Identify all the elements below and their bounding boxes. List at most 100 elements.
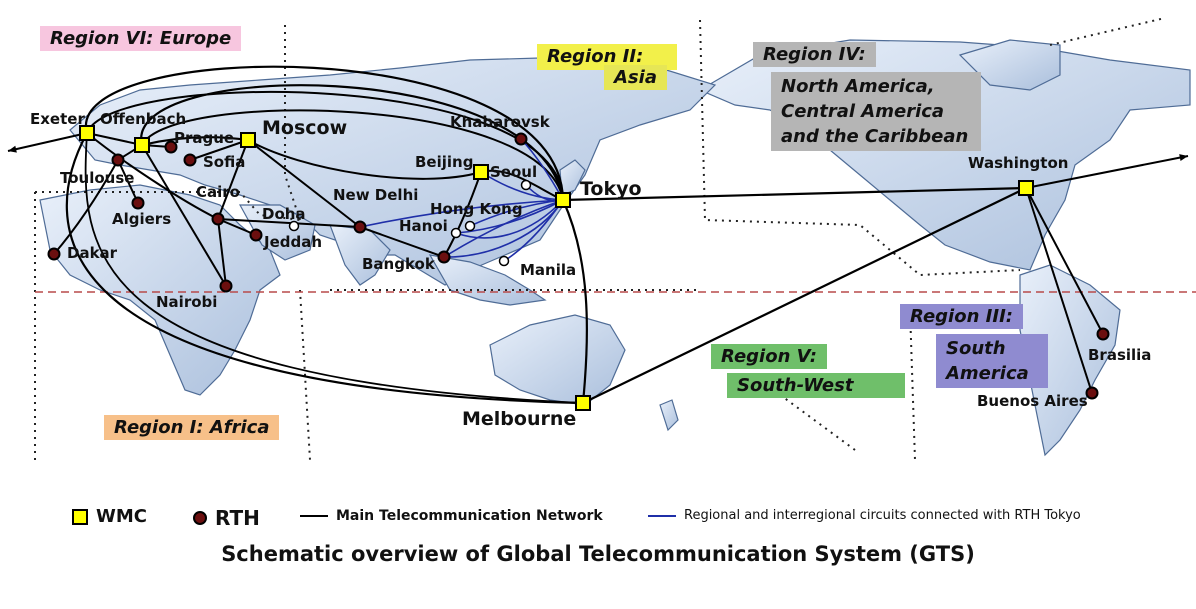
city-label-algiers: Algiers [112, 210, 171, 228]
region-na-line-4: and the Caribbean [781, 126, 969, 147]
region-asia-label-2: Asia [604, 65, 667, 90]
main-toulouse-algiers [117, 159, 139, 204]
city-label-khabarovsk: Khabarovsk [450, 113, 551, 131]
city-label-tokyo: Tokyo [580, 178, 642, 200]
regional-beijing-tokyo [480, 171, 564, 201]
main-newdelhi-bangkok [359, 226, 445, 258]
region-sw-line-2: South-West [737, 375, 854, 396]
main-toulouse-dakar [53, 159, 119, 255]
main-moscow-cairo [217, 139, 249, 220]
map-legend: WMC RTH Main Telecommunication Network R… [0, 500, 1196, 532]
region-sa-line-1: Region III: [910, 306, 1013, 327]
regional-hanoi-tokyo-2 [455, 199, 564, 239]
regional-bangkok-tokyo-2 [443, 199, 564, 258]
arrow-washington-east [1025, 155, 1189, 189]
regional-new-delhi-tokyo [359, 199, 564, 228]
city-node-seoul [520, 179, 532, 191]
main-washington-brasilia [1025, 187, 1104, 335]
region-sa-line-2: South [946, 338, 1006, 359]
wmc-node-melbourne [575, 395, 591, 411]
region-sa-label: Region III: [900, 304, 1023, 329]
city-label-hong-kong: Hong Kong [430, 200, 523, 218]
city-label-bangkok: Bangkok [362, 255, 436, 273]
city-label-nairobi: Nairobi [156, 293, 217, 311]
rth-node-dakar [47, 247, 61, 261]
region-na-label: Region IV: [753, 42, 876, 67]
main-exeter-melbourne-2 [84, 132, 584, 404]
main-loop-offenbach-tokyo-2 [141, 109, 564, 201]
main-moscow-sofia [189, 139, 249, 161]
main-moscow-newdelhi [247, 139, 361, 228]
city-label-doha: Doha [262, 205, 306, 223]
main-exeter-cairo [86, 132, 219, 220]
city-label-washington: Washington [968, 154, 1068, 172]
main-offenbach-moscow [141, 136, 249, 146]
wmc-node-exeter [79, 125, 95, 141]
region-sw-line-1: Region V: [721, 346, 817, 367]
main-loop-exeter-tokyo-2 [86, 90, 564, 201]
main-loop-exeter-tokyo [84, 65, 565, 201]
black-line-icon [300, 515, 328, 517]
main-tokyo-washington [562, 186, 1027, 202]
city-label-toulouse: Toulouse [60, 169, 134, 187]
city-label-manila: Manila [520, 261, 576, 279]
rth-node-buenos-aires [1085, 386, 1099, 400]
rth-node-bangkok [437, 250, 451, 264]
city-node-hong-kong [464, 220, 476, 232]
legend-main: Main Telecommunication Network [300, 508, 603, 524]
city-label-brasilia: Brasilia [1088, 346, 1151, 364]
city-label-sofia: Sofia [203, 153, 245, 171]
main-tokyo-melbourne [561, 199, 589, 404]
rth-node-brasilia [1096, 327, 1110, 341]
region-sw-label: Region V: [711, 344, 827, 369]
network-links [7, 65, 1189, 405]
main-exeter-melbourne [65, 132, 584, 405]
region-europe-line-1: Region VI: Europe [50, 28, 232, 49]
city-label-seoul: Seoul [490, 163, 537, 181]
boundary-europe-asia [284, 25, 301, 221]
wmc-node-washington [1018, 180, 1034, 196]
legend-rth: RTH [193, 506, 260, 530]
region-sa-line-3: America [946, 363, 1029, 384]
region-africa-line-1: Region I: Africa [114, 417, 270, 438]
main-melbourne-washington [582, 187, 1027, 404]
region-asia-line-2: Asia [614, 67, 657, 88]
region-europe-label: Region VI: Europe [40, 26, 242, 51]
regional-bangkok-tokyo [443, 199, 564, 258]
city-label-beijing: Beijing [415, 153, 473, 171]
region-na-line-1: Region IV: [763, 44, 866, 65]
wmc-node-moscow [240, 132, 256, 148]
legend-regional: Regional and interregional circuits conn… [648, 508, 1081, 523]
city-label-exeter: Exeter [30, 110, 85, 128]
city-label-buenos-aires: Buenos Aires [977, 392, 1088, 410]
legend-main-label: Main Telecommunication Network [336, 508, 603, 524]
arabia-landmass [238, 204, 316, 261]
boundary-sa [909, 309, 916, 461]
region-na-line-2: North America, [781, 76, 935, 97]
region-sa-label-2: South America [936, 334, 1048, 388]
boundary-na-east [1049, 17, 1166, 46]
region-africa-label: Region I: Africa [104, 415, 280, 440]
greenland-landmass [958, 39, 1061, 91]
wmc-node-beijing [473, 164, 489, 180]
rth-node-toulouse [111, 153, 125, 167]
wmc-node-offenbach [134, 137, 150, 153]
blue-line-icon [648, 514, 676, 517]
rth-node-sofia [183, 153, 197, 167]
network-nodes [47, 125, 1110, 411]
city-label-prague: Prague [174, 129, 234, 147]
rth-node-jeddah [249, 228, 263, 242]
legend-wmc-label: WMC [96, 506, 147, 527]
region-na-label-2: North America, Central America and the C… [771, 72, 981, 151]
city-label-jeddah: Jeddah [263, 233, 322, 251]
boundary-africa-asia-south [299, 289, 311, 461]
region-asia-line-1: Region II: [547, 46, 644, 67]
city-label-offenbach: Offenbach [100, 110, 186, 128]
main-offenbach-nairobi [141, 144, 227, 287]
main-washington-buenosaires [1025, 187, 1093, 394]
city-node-hanoi [450, 227, 462, 239]
city-node-manila [498, 255, 510, 267]
